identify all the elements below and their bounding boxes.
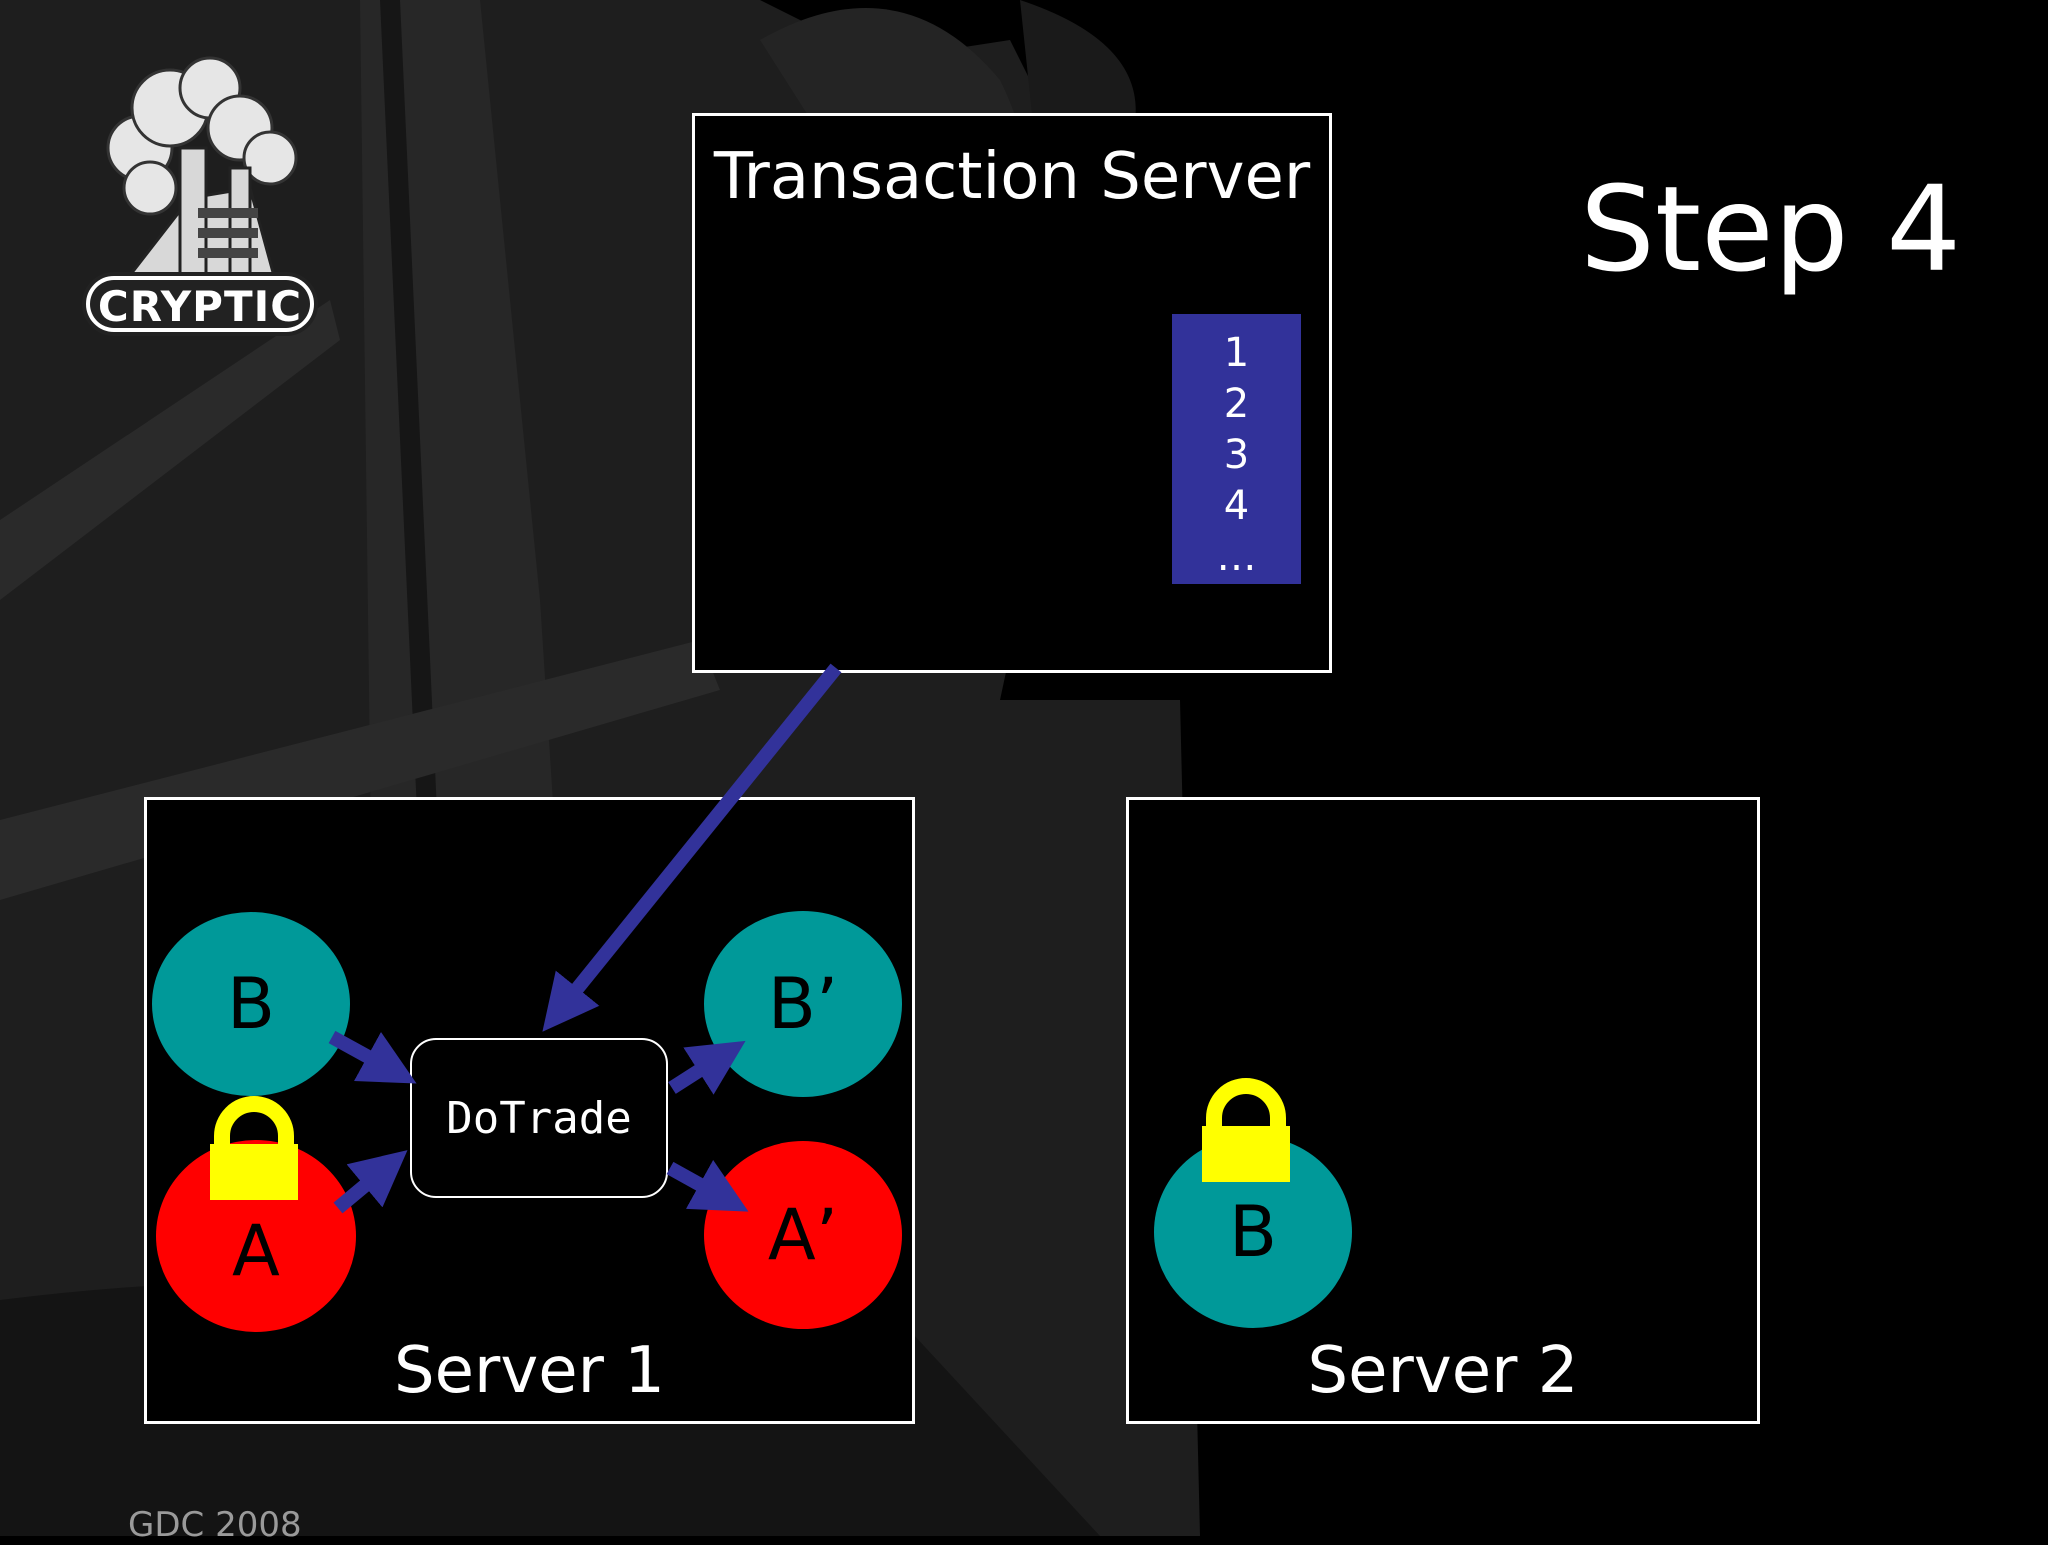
server1-title: Server 1 <box>394 1334 665 1408</box>
server2-title: Server 2 <box>1307 1334 1579 1408</box>
dotrade-box: DoTrade <box>410 1038 668 1198</box>
transaction-server-title: Transaction Server <box>713 140 1311 214</box>
arrow-dotrade-to-a-prime <box>666 1159 749 1212</box>
queue-item: 3 <box>1223 432 1250 478</box>
cryptic-logo: CRYPTIC <box>80 38 320 358</box>
lock-icon-server2-b <box>1202 1078 1290 1182</box>
queue-item: 1 <box>1223 330 1250 376</box>
factory-logo-icon <box>82 56 318 336</box>
arrow-a-to-dotrade <box>333 1150 408 1214</box>
entity-b-prime-label: B’ <box>767 963 839 1045</box>
queue-item: … <box>1216 534 1257 580</box>
arrow-transaction-to-dotrade <box>542 663 842 1032</box>
transaction-queue: 1 2 3 4 … <box>1172 314 1301 584</box>
arrow-b-to-dotrade <box>328 1030 417 1084</box>
step-title: Step 4 <box>1580 160 1962 298</box>
footer-text: GDC 2008 <box>128 1505 302 1545</box>
queue-item: 2 <box>1223 381 1250 427</box>
server2-entity-b-label: B <box>1228 1191 1278 1273</box>
entity-a-label: A <box>232 1210 280 1292</box>
entity-b-label: B <box>226 963 276 1045</box>
queue-item: 4 <box>1223 483 1250 529</box>
dotrade-label: DoTrade <box>446 1092 632 1144</box>
logo-text: CRYPTIC <box>97 282 303 331</box>
lock-icon-server1-a <box>210 1096 298 1200</box>
entity-a-prime-label: A’ <box>767 1194 839 1276</box>
entity-a-prime: A’ <box>704 1141 902 1329</box>
arrow-dotrade-to-b-prime <box>668 1040 746 1095</box>
entity-b: B <box>152 912 350 1096</box>
